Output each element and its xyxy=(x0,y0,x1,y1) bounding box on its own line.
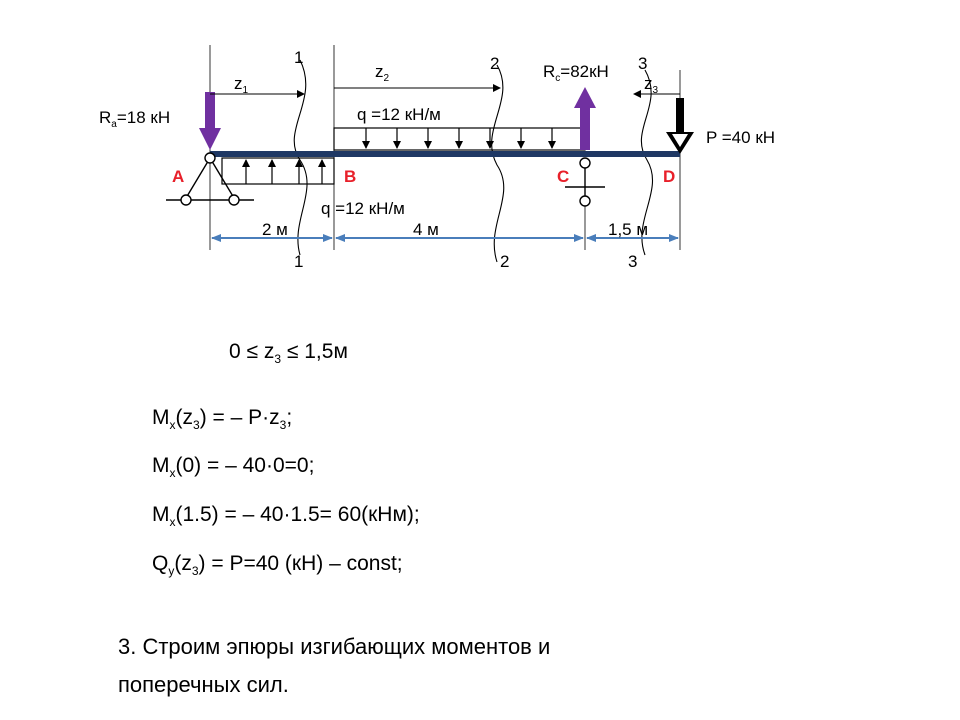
load-bottom-label: q =12 кН/м xyxy=(321,199,405,218)
step-note-line-1: 3. Строим эпюры изгибающих моментов и xyxy=(118,634,551,659)
z-coordinate-arrows xyxy=(210,84,680,98)
beam-diagram: 1 2 3 1 2 3 z1 z2 z3 Ra=18 кН Rc=82кН P … xyxy=(99,45,775,271)
load-top-label: q =12 кН/м xyxy=(357,105,441,124)
range-equation: 0 ≤ z3 ≤ 1,5м xyxy=(229,340,348,367)
distributed-load-bottom xyxy=(221,157,335,185)
section-1-bottom-label: 1 xyxy=(294,252,303,271)
moment-at-zero: Mx(0) = – 40·0=0; xyxy=(152,454,315,481)
dimension-ab-label: 2 м xyxy=(262,220,288,239)
z1-label: z1 xyxy=(234,74,249,96)
reaction-a-label: Ra=18 кН xyxy=(99,108,170,130)
roller-support-c xyxy=(565,157,605,207)
reaction-c-label: Rc=82кН xyxy=(543,62,609,84)
reaction-a-arrow xyxy=(199,92,221,150)
z3-label: z3 xyxy=(644,74,659,96)
section-2-bottom-label: 2 xyxy=(500,252,509,271)
section-1-top-label: 1 xyxy=(294,48,303,67)
section-cut-lines xyxy=(293,59,653,263)
dimension-cd-label: 1,5 м xyxy=(608,220,648,239)
reaction-c-arrow xyxy=(574,87,596,150)
shear-expression: Qy(z3) = P=40 (кН) – const; xyxy=(152,552,403,579)
section-3-top-label: 3 xyxy=(638,54,647,73)
point-c-label: C xyxy=(557,167,569,186)
step-note: 3. Строим эпюры изгибающих моментов и по… xyxy=(118,628,758,704)
point-b-label: B xyxy=(344,167,356,186)
section-2-top-label: 2 xyxy=(490,54,499,73)
distributed-load-top xyxy=(333,127,586,151)
moment-expression: Mx(z3) = – P·z3; xyxy=(152,406,293,433)
dimension-bc-label: 4 м xyxy=(413,220,439,239)
section-line-2 xyxy=(491,64,505,263)
force-p-label: P =40 кН xyxy=(706,128,775,147)
force-p-arrow xyxy=(666,98,694,154)
section-3-bottom-label: 3 xyxy=(628,252,637,271)
z2-label: z2 xyxy=(375,62,390,84)
moment-at-1-5: Mx(1.5) = – 40·1.5= 60(кНм); xyxy=(152,503,420,530)
section-line-3 xyxy=(640,69,653,256)
pin-support-a xyxy=(166,152,254,206)
point-d-label: D xyxy=(663,167,675,186)
step-note-line-2: поперечных сил. xyxy=(118,672,289,697)
point-a-label: A xyxy=(172,167,184,186)
